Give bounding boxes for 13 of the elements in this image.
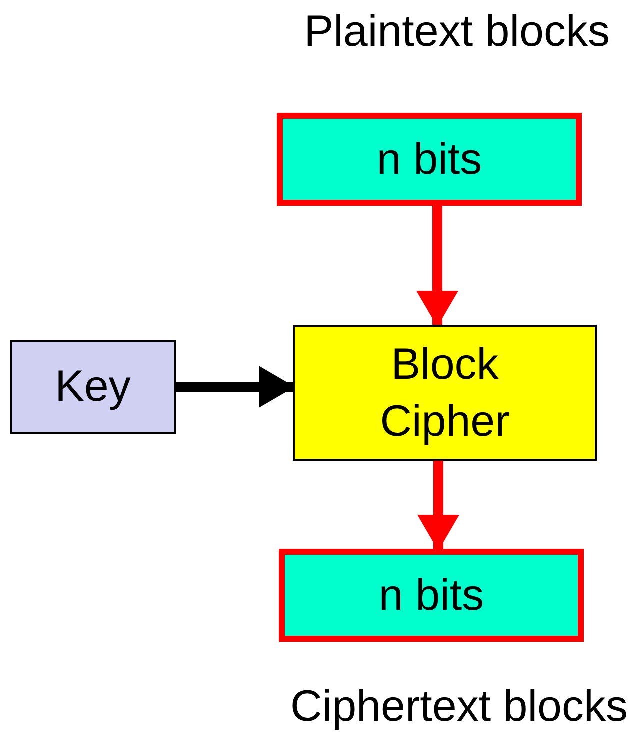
- box-label: Block Cipher: [379, 338, 511, 448]
- data-block-box: [277, 113, 582, 206]
- box-label: n bits: [378, 570, 484, 622]
- heading-label: Plaintext blocks: [304, 7, 610, 56]
- key-box: [10, 340, 176, 434]
- box-label: Key: [55, 361, 131, 414]
- arrow: [418, 461, 460, 551]
- data-block-box: [279, 549, 584, 642]
- arrow: [416, 206, 458, 327]
- box-label: n bits: [376, 134, 482, 186]
- heading-label: Ciphertext blocks: [290, 682, 628, 731]
- arrow: [176, 366, 295, 408]
- cipher-box: [293, 325, 597, 461]
